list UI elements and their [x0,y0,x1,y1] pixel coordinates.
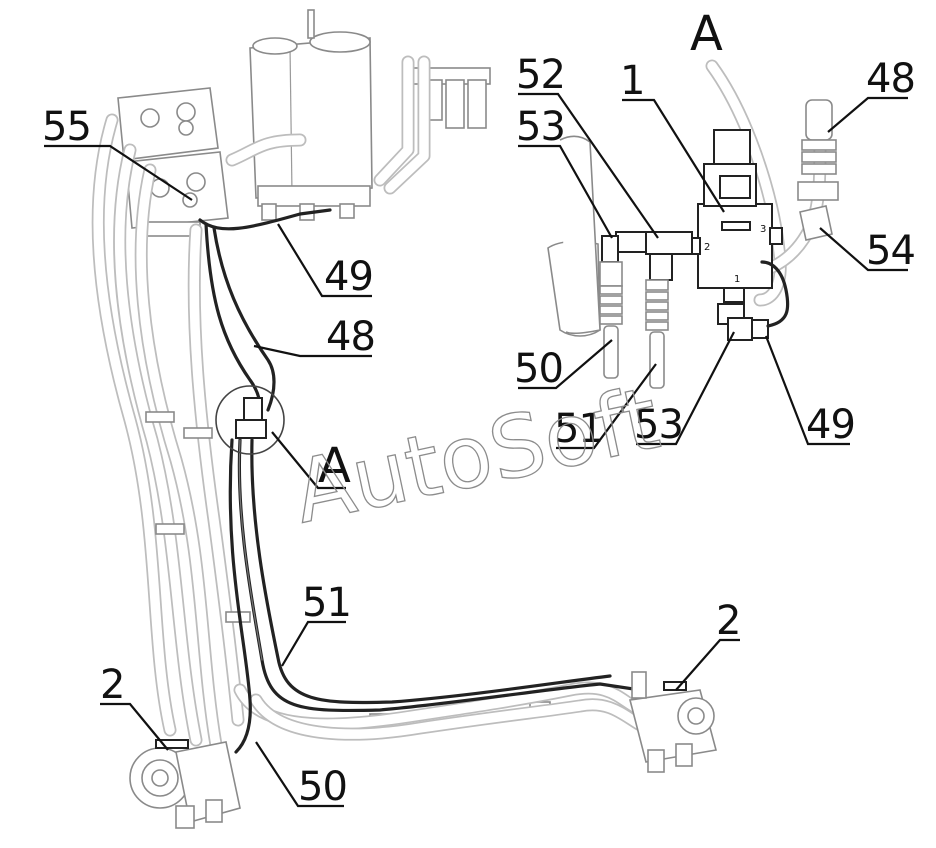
watermark: AutoSoft [285,369,667,544]
return-hoses-left [91,113,307,752]
callout-53-top: 53 [516,104,565,150]
callout-49-left: 49 [324,254,373,300]
callout-labels: 55 49 48 A 51 2 50 2 52 1 53 48 54 50 51… [42,6,916,810]
filter-block [373,55,491,195]
tee-fitting-52 [601,231,693,281]
hoses-to-right-motor [233,681,649,741]
valve-A-detail-circle [215,385,285,455]
overview-drawing [91,9,717,829]
valve-body-1: 2 3 1 [687,129,783,303]
callout-50-left: 50 [298,764,347,810]
callout-50-right: 50 [514,346,563,392]
callout-54: 54 [866,228,915,274]
callout-55: 55 [42,104,91,150]
port-3-label: 3 [760,224,766,235]
fitting-48 [797,99,839,241]
callout-53-bottom: 53 [634,402,683,448]
callout-51-left: 51 [302,580,351,626]
right-hydraulic-motor [629,671,717,773]
callout-48-left: 48 [326,314,375,360]
detail-view-A: 2 3 1 [547,59,839,389]
callout-49-right: 49 [806,402,855,448]
callout-52: 52 [516,52,565,98]
reservoir-tank [249,9,373,221]
callout-2-left: 2 [100,662,124,708]
port-2-label: 2 [704,242,710,253]
fitting-53-line-49 [717,260,790,341]
callout-1: 1 [620,58,644,104]
callout-48-right: 48 [866,56,915,102]
port-1-label: 1 [734,274,740,285]
left-hydraulic-motor [129,739,241,829]
view-A-title: A [690,6,723,62]
callout-2-right: 2 [716,598,740,644]
lines-50-51 [599,261,669,389]
callout-51-right: 51 [554,406,603,452]
leader-lines [44,92,908,808]
callout-A-left: A [318,438,351,494]
